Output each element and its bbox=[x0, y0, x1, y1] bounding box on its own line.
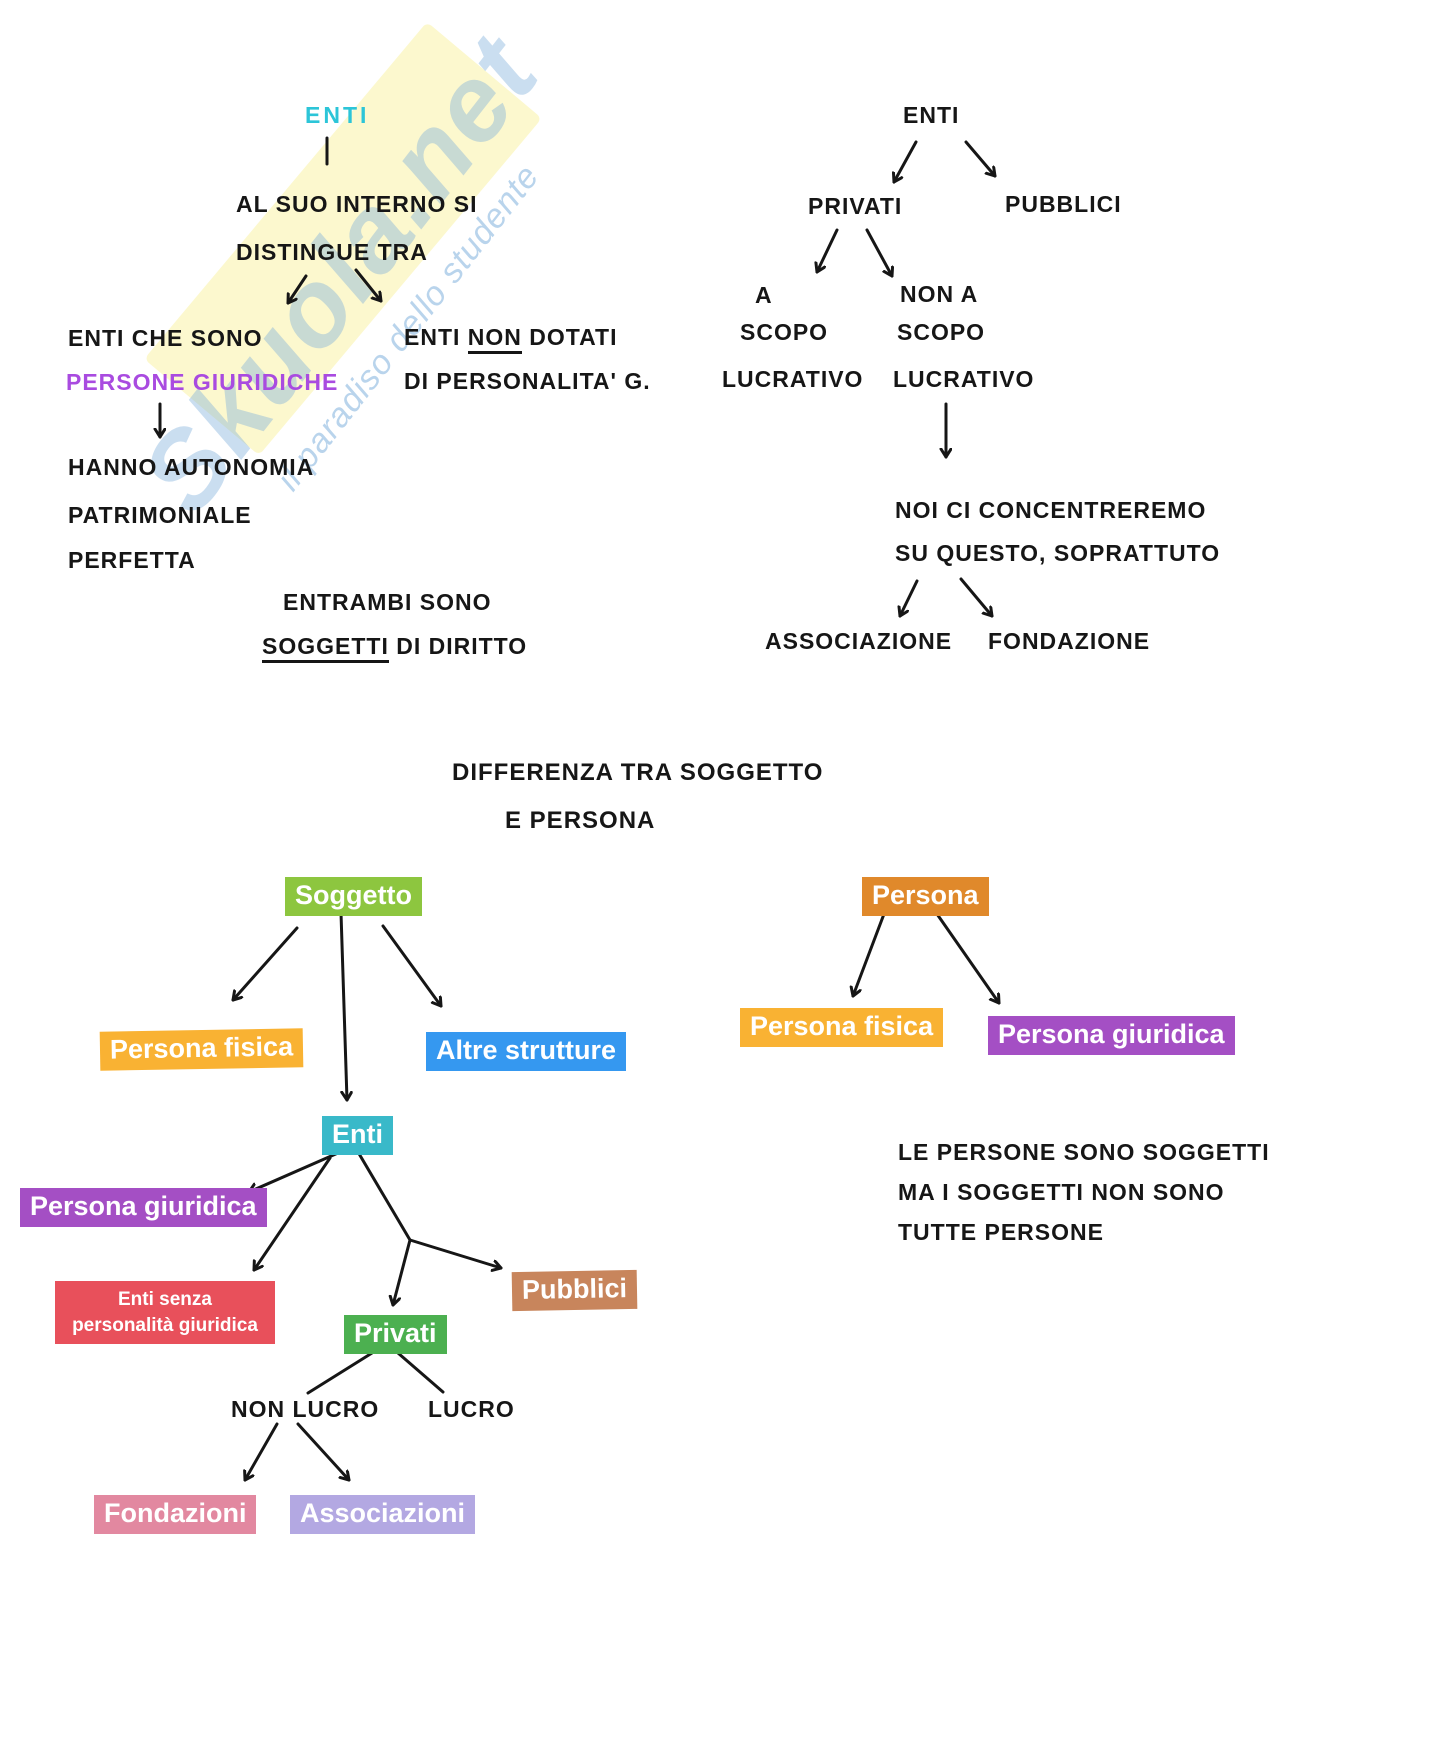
section-title-line-2: E PERSONA bbox=[505, 807, 656, 834]
persona-note-line-1: LE PERSONE SONO SOGGETTI bbox=[898, 1139, 1270, 1165]
persona-note-line-2: MA I SOGGETTI NON SONO bbox=[898, 1179, 1225, 1205]
arrow bbox=[865, 228, 892, 278]
soggetti-di-diritto: SOGGETTI DI DIRITTO bbox=[262, 633, 528, 663]
persona-fisica-box-right: Persona fisica bbox=[740, 1008, 944, 1048]
persona-giuridica-box-right: Persona giuridica bbox=[988, 1016, 1235, 1056]
enti-che-sono: ENTI CHE SONO bbox=[68, 325, 263, 351]
enti-senza-line-1: Enti senza bbox=[118, 1289, 212, 1310]
arrow bbox=[959, 577, 994, 618]
entrambi-sono: ENTRAMBI SONO bbox=[283, 589, 492, 615]
intro-line-2: DISTINGUE TRA bbox=[236, 239, 428, 265]
arrow bbox=[964, 140, 997, 178]
intro-line-1: AL SUO INTERNO SI bbox=[236, 191, 478, 217]
arrow bbox=[245, 1422, 279, 1482]
text-segment: DOTATI bbox=[521, 324, 618, 350]
a-scopo-line-2: SCOPO bbox=[740, 319, 829, 345]
text-segment: ENTI bbox=[404, 324, 468, 350]
focus-note-line-1: NOI CI CONCENTREREMO bbox=[895, 497, 1207, 523]
arrow bbox=[339, 911, 347, 1102]
soggetto-box: Soggetto bbox=[285, 877, 422, 917]
associazione-label: ASSOCIAZIONE bbox=[765, 628, 953, 654]
arrow bbox=[247, 1151, 340, 1192]
underlined-non: NON bbox=[467, 324, 522, 354]
arrow bbox=[356, 1150, 412, 1307]
privati-box: Privati bbox=[344, 1315, 447, 1355]
non-a-scopo-line-1: NON A bbox=[900, 281, 979, 307]
enti-root-right: ENTI bbox=[903, 102, 960, 128]
non-a-scopo-line-2: SCOPO bbox=[897, 319, 986, 345]
persona-fisica-box-left: Persona fisica bbox=[99, 1028, 304, 1071]
fondazioni-box: Fondazioni bbox=[94, 1495, 257, 1535]
associazioni-box: Associazioni bbox=[290, 1495, 476, 1535]
enti-senza-line-2: personalità giuridica bbox=[72, 1314, 258, 1336]
arrow bbox=[817, 228, 839, 274]
connector bbox=[396, 1351, 445, 1394]
a-scopo-line-1: A bbox=[755, 282, 773, 308]
enti-senza-personalita-box: Enti senza personalità giuridica bbox=[55, 1281, 275, 1345]
arrow bbox=[853, 912, 886, 998]
a-scopo-line-3: LUCRATIVO bbox=[722, 366, 864, 392]
skuola-watermark: Skuola.net il paradiso dello studente bbox=[37, 0, 683, 641]
non-a-scopo-line-3: LUCRATIVO bbox=[893, 366, 1035, 392]
enti-non-dotati-line-2: DI PERSONALITA' G. bbox=[404, 368, 651, 394]
arrow bbox=[894, 140, 918, 184]
arrow bbox=[381, 924, 443, 1008]
non-lucro-label: NON LUCRO bbox=[231, 1396, 380, 1422]
persone-giuridiche-label: PERSONE GIURIDICHE bbox=[66, 369, 339, 395]
enti-root-left: ENTI bbox=[305, 102, 370, 128]
lucro-label: LUCRO bbox=[428, 1396, 515, 1422]
underlined-soggetti: SOGGETTI bbox=[262, 633, 389, 663]
arrow bbox=[900, 579, 919, 618]
arrow bbox=[286, 274, 308, 305]
section-title-line-1: DIFFERENZA TRA SOGGETTO bbox=[452, 759, 824, 786]
persona-note-line-3: TUTTE PERSONE bbox=[898, 1219, 1104, 1245]
focus-note-line-2: SU QUESTO, SOPRATTUTO bbox=[895, 540, 1221, 566]
arrow bbox=[231, 926, 299, 1002]
fondazione-label: FONDAZIONE bbox=[988, 628, 1151, 654]
pubblici-label: PUBBLICI bbox=[1005, 191, 1122, 217]
connector bbox=[306, 1351, 374, 1395]
autonomia-line-3: PERFETTA bbox=[68, 547, 196, 573]
enti-box: Enti bbox=[322, 1116, 393, 1156]
arrow bbox=[408, 1238, 503, 1268]
enti-non-dotati-line-1: ENTI NON DOTATI bbox=[404, 324, 618, 354]
privati-label: PRIVATI bbox=[808, 193, 903, 219]
arrow bbox=[354, 268, 383, 303]
arrow bbox=[935, 912, 1001, 1005]
pubblici-box: Pubblici bbox=[511, 1269, 638, 1312]
text-segment: DI DIRITTO bbox=[388, 633, 528, 659]
autonomia-line-2: PATRIMONIALE bbox=[68, 502, 252, 528]
persona-giuridica-box-left: Persona giuridica bbox=[20, 1188, 267, 1228]
autonomia-line-1: HANNO AUTONOMIA bbox=[68, 454, 315, 480]
altre-strutture-box: Altre strutture bbox=[426, 1032, 627, 1072]
persona-box: Persona bbox=[862, 877, 989, 917]
arrow bbox=[296, 1422, 351, 1482]
